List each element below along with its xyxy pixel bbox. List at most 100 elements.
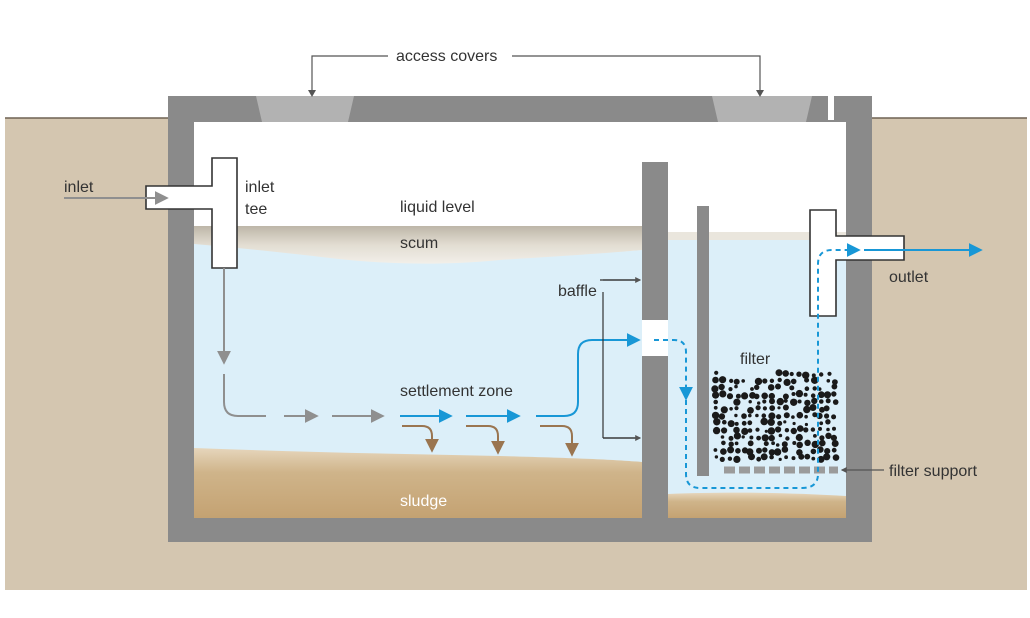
filter-pebble [778, 433, 783, 438]
filter-pebble [819, 406, 825, 413]
filter-pebble [734, 441, 739, 446]
filter-media [711, 369, 840, 463]
sludge-arrow-3 [540, 425, 579, 457]
filter-pebble [720, 448, 727, 455]
filter-pebble [733, 432, 742, 440]
filter-pebble [768, 434, 775, 442]
filter-pebble [733, 455, 741, 463]
filter-pebble [832, 379, 838, 385]
access-covers-leader-tip-right [756, 90, 764, 97]
filter-pebble [811, 376, 819, 384]
filter-pebble [826, 427, 830, 432]
sludge-arrow-2 [466, 425, 505, 455]
filter-pebble [754, 384, 760, 390]
filter-pebble [804, 422, 809, 427]
filter-pebble [795, 389, 804, 398]
filter-pebble [824, 448, 831, 455]
filter-pebble [797, 399, 802, 404]
filter-pebble [827, 371, 832, 376]
label-scum: scum [400, 235, 438, 252]
filter-pebble [825, 419, 831, 425]
filter-pebble [721, 440, 726, 446]
filter-pebble [811, 373, 816, 378]
filter-pebble [748, 413, 752, 418]
filter-pebble [718, 413, 726, 420]
access-cover-left [256, 96, 354, 122]
filter-pebble [777, 406, 781, 410]
filter-pebble [804, 439, 811, 446]
divider-wall-lower [642, 356, 668, 518]
filter-pebble [741, 427, 749, 435]
filter-pebble [783, 412, 790, 419]
flow-arrow-blue-rise [536, 333, 641, 417]
filter-pebble [796, 411, 804, 419]
filter-pebble [733, 426, 740, 434]
filter-pebble [825, 432, 832, 439]
filter-pebble [817, 391, 825, 399]
filter-pebble [775, 443, 780, 447]
filter-pebble [768, 392, 775, 400]
filter-pebble [811, 397, 818, 405]
access-covers-leader [311, 55, 761, 92]
filter-pebble [729, 407, 733, 411]
filter-pebble [771, 441, 775, 446]
filter-pebble [831, 440, 839, 447]
filter-pebble [755, 427, 760, 432]
filter-pebble [734, 406, 739, 411]
flow-arrow-blue-dashed-filter [685, 243, 861, 489]
filter-pebble [761, 392, 768, 400]
filter-pebble [711, 385, 719, 393]
filter-pebble [729, 378, 734, 383]
filter-pebble [817, 455, 825, 463]
filter-pebble [769, 454, 774, 460]
filter-pebble [804, 414, 808, 419]
filter-pebble [823, 453, 831, 461]
filter-pebble [741, 420, 747, 426]
label-outlet: outlet [889, 269, 929, 286]
filter-pebble [756, 447, 762, 454]
filter-pebble [831, 414, 837, 420]
filter-pebble [760, 417, 768, 426]
filter-pebble [761, 434, 769, 442]
filter-pebble [782, 404, 789, 411]
filter-pebble [768, 412, 776, 420]
vent-gap [828, 94, 834, 120]
filter-pebble [769, 378, 775, 383]
filter-pebble [741, 435, 745, 439]
filter-pebble [769, 405, 776, 411]
filter-pebble [713, 405, 718, 410]
filter-pebble [748, 400, 752, 404]
filter-pebble [804, 386, 810, 392]
filter-pebble [719, 456, 725, 462]
filter-baffle-plate [697, 206, 709, 476]
filter-pebble [831, 391, 837, 397]
filter-pebble [819, 399, 824, 404]
filter-pebble [789, 385, 795, 391]
filter-pebble [767, 427, 776, 435]
label-access-covers: access covers [396, 48, 497, 65]
filter-pebble [777, 377, 782, 383]
filter-pebble [825, 398, 831, 404]
filter-pebble [734, 413, 738, 418]
filter-pebble [753, 393, 760, 400]
filter-pebble [762, 406, 768, 411]
filter-pebble [733, 398, 741, 406]
filter-pebble [775, 426, 782, 433]
filter-pebble [802, 371, 810, 379]
label-baffle: baffle [558, 283, 597, 300]
filter-pebble [783, 420, 787, 424]
filter-pebble [781, 441, 788, 448]
filter-pebble [748, 453, 755, 461]
filter-pebble [718, 383, 725, 391]
label-inlet-tee-line2: tee [245, 201, 267, 218]
filter-pebble [824, 413, 830, 419]
filter-pebble [803, 392, 808, 397]
filter-pebble [756, 456, 762, 462]
filter-pebble [714, 370, 719, 375]
filter-pebble [727, 420, 735, 428]
filter-pebble [747, 420, 753, 426]
filter-pebble [727, 446, 735, 454]
filter-pebble [713, 418, 721, 426]
filter-pebble [754, 377, 763, 386]
